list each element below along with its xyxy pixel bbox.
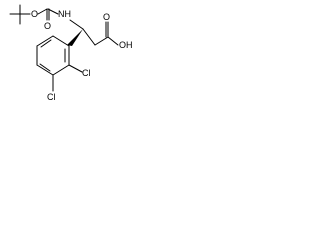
chlorine-top-label: Cl [82,68,91,78]
boc-carbonyl-oxygen-label: O [44,21,51,31]
bond-stereocenter-to-ch2 [82,28,96,46]
bond-ring-to-cl-top [68,64,83,73]
ring-inner-double-3 [40,39,52,48]
bond-ch2-to-acid-carbon [94,36,109,46]
ring-inner-double-2 [39,63,51,72]
dichlorophenyl-ring [36,35,70,76]
acid-hydroxyl-label: OH [119,40,133,50]
ring-bond-5 [36,35,54,47]
tert-butyl-group [9,4,31,25]
chlorine-bottom-label: Cl [47,92,56,102]
chemical-structure-diagram: O O NH O OH Cl Cl [9,4,133,102]
ester-oxygen-label: O [31,9,38,19]
bond-nh-to-stereocenter [69,19,84,30]
ring-bond-6 [52,35,70,47]
amine-nh-label: NH [58,9,71,19]
stereo-wedge-bond [67,29,83,46]
ring-bond-3 [36,64,54,76]
bond-ester-o-to-carbonyl [37,8,48,15]
acid-carbonyl-oxygen-label: O [103,12,110,22]
bond-carbonyl-to-nh [47,8,59,15]
ring-bond-2 [52,64,70,76]
bond-acid-carbon-to-hydroxyl [107,36,119,46]
